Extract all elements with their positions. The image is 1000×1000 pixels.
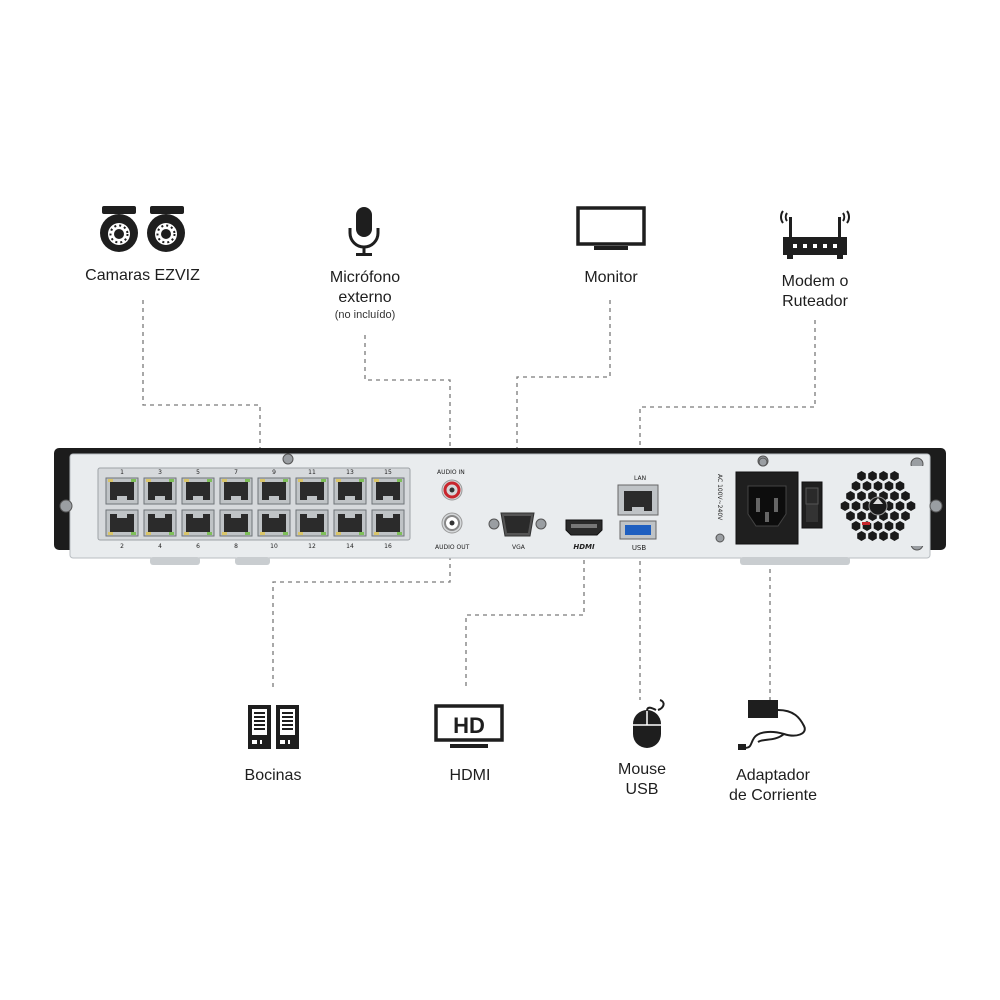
port-number: 1 <box>120 469 124 476</box>
port-number: 2 <box>120 543 124 550</box>
power-label-line2: de Corriente <box>728 787 818 804</box>
monitor-icon <box>576 206 646 250</box>
ethernet-port[interactable] <box>333 509 367 537</box>
port-number: 16 <box>384 543 392 550</box>
port-number: 5 <box>196 469 200 476</box>
mouse-label-line2: USB <box>625 781 659 798</box>
speakers-connector-line <box>272 540 451 690</box>
router-label-line2: Ruteador <box>782 293 848 310</box>
microphone-icon <box>348 207 380 256</box>
port-number: 12 <box>308 543 316 550</box>
ethernet-port[interactable] <box>257 477 291 505</box>
port-number: 9 <box>272 469 276 476</box>
vga-port[interactable] <box>488 512 547 537</box>
router-label: Modem o Ruteador <box>755 272 875 312</box>
monitor-label: Monitor <box>584 269 638 286</box>
ethernet-port[interactable] <box>257 509 291 537</box>
audio-out-label: AUDIO OUT <box>435 544 470 551</box>
ethernet-port[interactable] <box>143 509 177 537</box>
cooling-fan <box>832 466 924 546</box>
lan-port[interactable] <box>617 484 659 516</box>
camera-connector-line <box>142 300 261 468</box>
port-number: 11 <box>308 469 316 476</box>
ethernet-port[interactable] <box>219 509 253 537</box>
port-number: 14 <box>346 543 354 550</box>
mouse-icon <box>633 699 665 748</box>
ethernet-port[interactable] <box>181 477 215 505</box>
hdmi-label: HDMI <box>449 767 491 784</box>
mouse-label-line1: Mouse <box>617 761 667 778</box>
vga-label: VGA <box>512 544 526 551</box>
router-connector-line <box>639 320 816 487</box>
hdmi-port[interactable] <box>565 519 603 536</box>
hd-display-icon: HD <box>434 704 504 748</box>
lan-label: LAN <box>634 475 646 482</box>
ethernet-port[interactable] <box>181 509 215 537</box>
port-number: 15 <box>384 469 392 476</box>
microphone-label-line1: Micrófono <box>329 269 401 286</box>
ethernet-port[interactable] <box>371 509 405 537</box>
cameras-label: Camaras EZVIZ <box>85 267 200 284</box>
ethernet-port[interactable] <box>295 477 329 505</box>
power-label: Adaptador de Corriente <box>713 766 833 806</box>
port-numbers-bottom: 2 4 6 8 10 12 14 16 <box>120 543 392 550</box>
microphone-label: Micrófono externo (no incluído) <box>300 268 430 322</box>
hdmi-connector-line <box>465 552 585 690</box>
port-number: 6 <box>196 543 200 550</box>
ethernet-port[interactable] <box>295 509 329 537</box>
poe-ethernet-ports <box>105 477 405 537</box>
usb-port[interactable] <box>619 520 657 540</box>
microphone-connector-line <box>364 335 451 480</box>
router-label-line1: Modem o <box>781 273 849 290</box>
ethernet-port[interactable] <box>333 477 367 505</box>
port-number: 10 <box>270 543 278 550</box>
ac-rating-label: AC 100V~240V <box>716 474 723 521</box>
router-icon <box>780 210 850 259</box>
power-label-line1: Adaptador <box>736 767 810 784</box>
ethernet-port[interactable] <box>219 477 253 505</box>
microphone-note: (no incluído) <box>334 309 396 321</box>
power-inlet[interactable] <box>735 471 799 545</box>
hdmi-port-label: HDMI <box>573 543 595 551</box>
port-number: 4 <box>158 543 162 550</box>
microphone-label-line2: externo <box>338 289 392 306</box>
port-number: 3 <box>158 469 162 476</box>
monitor-connector-line <box>516 300 611 512</box>
security-camera-icon <box>100 206 185 252</box>
ethernet-port[interactable] <box>371 477 405 505</box>
ethernet-port[interactable] <box>105 509 139 537</box>
speakers-label: Bocinas <box>244 767 302 784</box>
speakers-icon <box>248 705 299 749</box>
usb-symbol-label: USB <box>632 544 647 552</box>
port-number: 8 <box>234 543 238 550</box>
port-number: 13 <box>346 469 354 476</box>
mouse-label: Mouse USB <box>582 760 702 800</box>
ethernet-port[interactable] <box>105 477 139 505</box>
audio-in-label: AUDIO IN <box>437 469 465 476</box>
power-switch[interactable] <box>801 481 823 529</box>
ethernet-port[interactable] <box>143 477 177 505</box>
power-adapter-icon <box>738 700 806 750</box>
port-number: 7 <box>234 469 238 476</box>
hd-icon-text: HD <box>453 713 485 738</box>
